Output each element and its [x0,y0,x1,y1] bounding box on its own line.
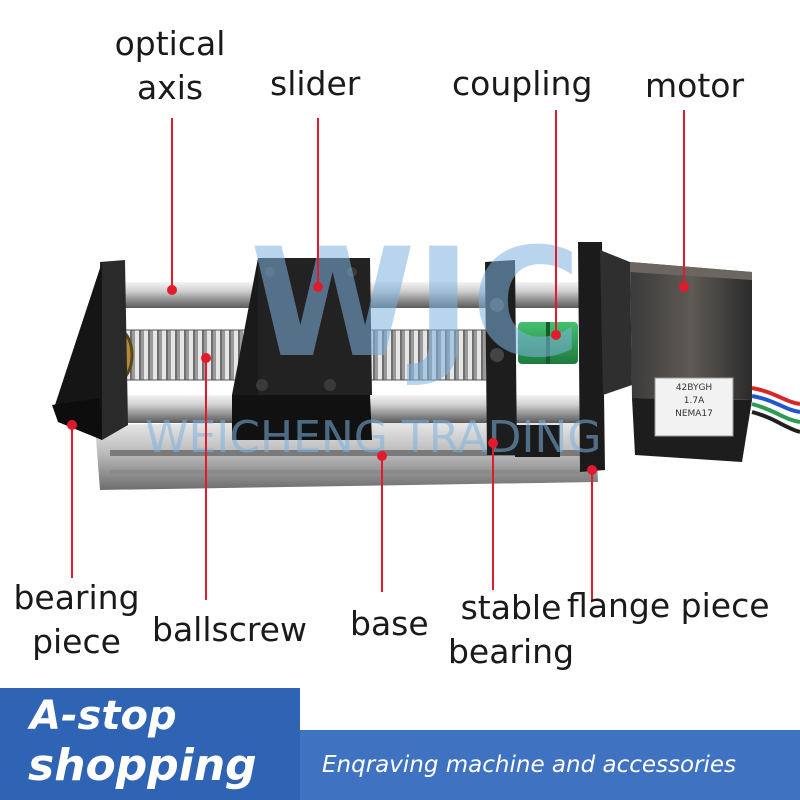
stable-bearing-block [485,260,560,457]
label-bearing-piece-line1: bearing [13,578,140,617]
label-stable-bearing-line1: stable [460,588,562,627]
label-flange-piece: flange piece [567,586,770,625]
motor-sticker-line3: NEMA17 [675,409,713,419]
flange-piece-plate [578,242,632,472]
label-optical-axis-line2: axis [136,68,204,107]
label-stable-bearing: stable bearing [436,586,586,674]
slider-block [232,258,372,440]
motor-sticker-line2: 1.7A [683,396,705,406]
banner-slogan-line1: A-stop [30,693,177,739]
leader-lines [71,110,685,600]
label-optical-axis: optical axis [100,22,240,110]
label-stable-bearing-line2: bearing [447,632,575,671]
coupling-part [518,322,578,364]
label-base: base [350,604,429,643]
leader-dots [67,282,689,475]
banner-subtitle: Enqraving machine and accessories [322,752,737,778]
label-bearing-piece-line2: piece [32,622,121,661]
label-optical-axis-line1: optical [114,24,226,63]
watermark-logo: WJC WEICHENG TRADING [145,217,602,463]
label-ballscrew: ballscrew [152,610,307,649]
stepper-motor [630,262,800,462]
label-slider: slider [270,64,361,103]
motor-sticker: 42BYGH 1.7A NEMA17 [658,382,730,421]
base-profile [95,418,598,490]
svg-text:WEICHENG TRADING: WEICHENG TRADING [145,412,602,463]
motor-sticker-line1: 42BYGH [675,383,713,393]
banner-slogan-line2: shopping [28,740,257,791]
label-motor: motor [645,66,745,105]
label-bearing-piece: bearing piece [4,576,149,664]
bearing-piece-plate [52,260,128,440]
label-coupling: coupling [452,64,593,103]
svg-text:WJC: WJC [250,217,581,391]
banner-background [0,688,800,800]
